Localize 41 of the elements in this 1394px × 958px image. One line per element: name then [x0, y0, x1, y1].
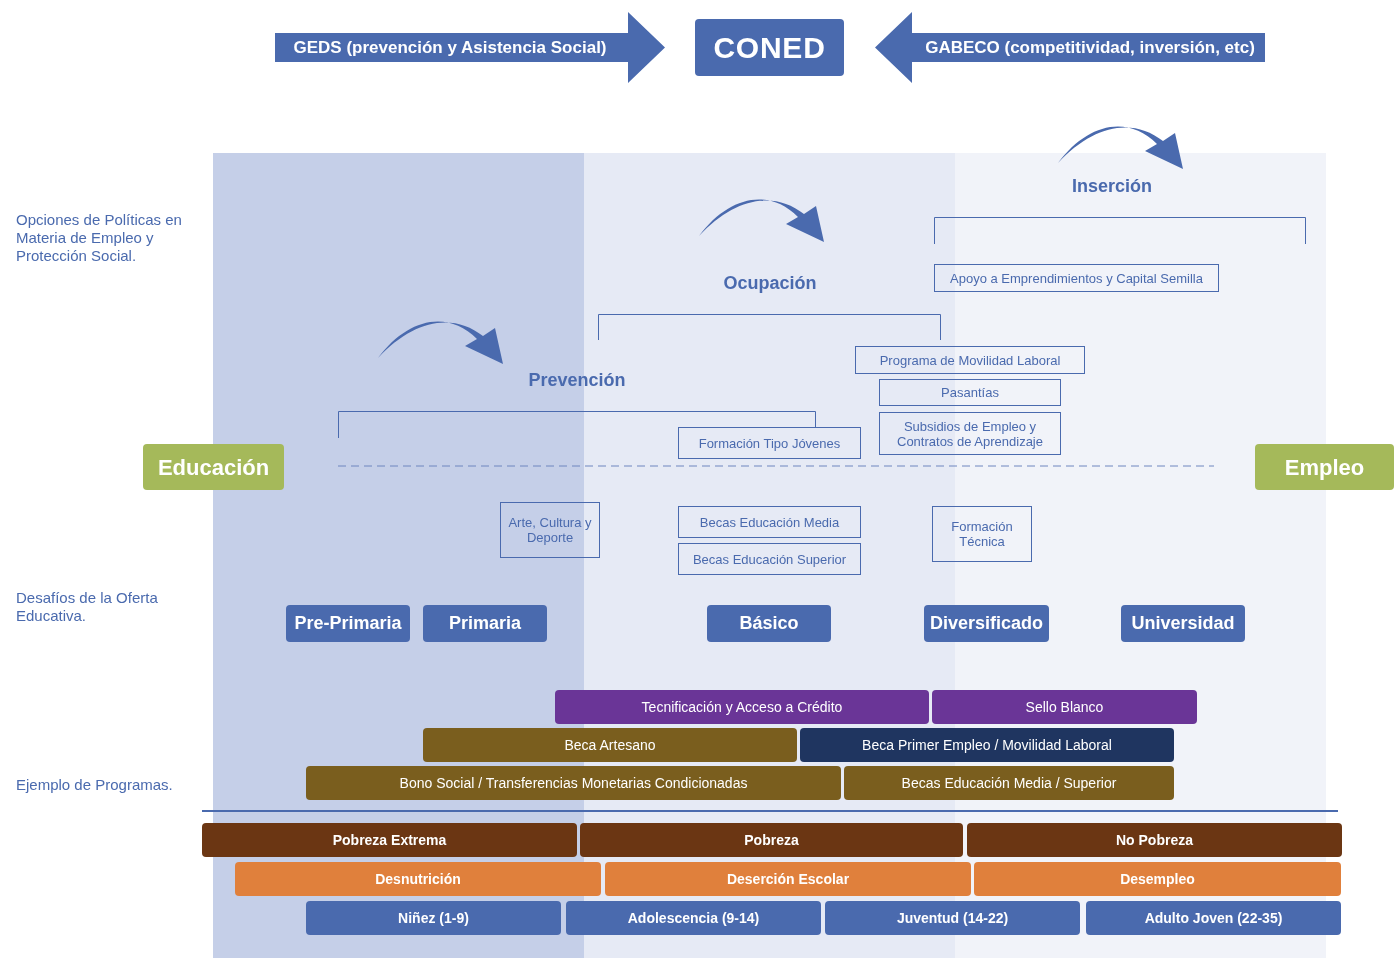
row-caption: Desafíos de la Oferta Educativa. — [16, 589, 159, 625]
program-box: Becas Educación Superior — [678, 543, 861, 575]
challenge-bar: Deserción Escolar — [605, 862, 971, 896]
title-box: CONED — [695, 19, 844, 76]
section-heading: Inserción — [1071, 175, 1153, 198]
age-group-bar: Adulto Joven (22-35) — [1086, 901, 1341, 935]
program-box: Pasantías — [879, 379, 1061, 406]
program-bar: Beca Artesano — [423, 728, 797, 762]
row-caption: Opciones de Políticas en Materia de Empleo y Protección Social. — [16, 211, 183, 265]
age-group-bar: Juventud (14-22) — [825, 901, 1080, 935]
program-bar: Sello Blanco — [932, 690, 1197, 724]
arrow-banner: GEDS (prevención y Asistencia Social) — [275, 12, 665, 83]
condition-bar: Pobreza — [580, 823, 963, 857]
stage-box: Educación — [143, 444, 284, 490]
program-box: Apoyo a Emprendimientos y Capital Semilla — [934, 264, 1219, 292]
age-group-bar: Niñez (1-9) — [306, 901, 561, 935]
level-box: Diversificado — [924, 605, 1049, 642]
condition-bar: Pobreza Extrema — [202, 823, 577, 857]
program-box: Arte, Cultura y Deporte — [500, 502, 600, 558]
level-box: Primaria — [423, 605, 547, 642]
program-box: Programa de Movilidad Laboral — [855, 346, 1085, 374]
section-heading: Prevención — [527, 369, 627, 392]
level-box: Universidad — [1121, 605, 1245, 642]
program-box: Becas Educación Media — [678, 506, 861, 538]
level-box: Básico — [707, 605, 831, 642]
stage-box: Empleo — [1255, 444, 1394, 490]
challenge-bar: Desempleo — [974, 862, 1341, 896]
level-box: Pre-Primaria — [286, 605, 410, 642]
program-box: Formación Técnica — [932, 506, 1032, 562]
program-bar: Bono Social / Transferencias Monetarias Condicionadas — [306, 766, 841, 800]
program-bar: Becas Educación Media / Superior — [844, 766, 1174, 800]
program-bar: Tecnificación y Acceso a Crédito — [555, 690, 929, 724]
arrow-banner: GABECO (competitividad, inversión, etc) — [875, 12, 1265, 83]
program-bar: Beca Primer Empleo / Movilidad Laboral — [800, 728, 1174, 762]
age-group-bar: Adolescencia (9-14) — [566, 901, 821, 935]
section-heading: Ocupación — [722, 272, 818, 295]
program-box: Formación Tipo Jóvenes — [678, 427, 861, 459]
challenge-bar: Desnutrición — [235, 862, 601, 896]
condition-bar: No Pobreza — [967, 823, 1342, 857]
program-box: Subsidios de Empleo y Contratos de Aprendizaje — [879, 412, 1061, 455]
row-caption: Ejemplo de Programas. — [16, 776, 174, 794]
